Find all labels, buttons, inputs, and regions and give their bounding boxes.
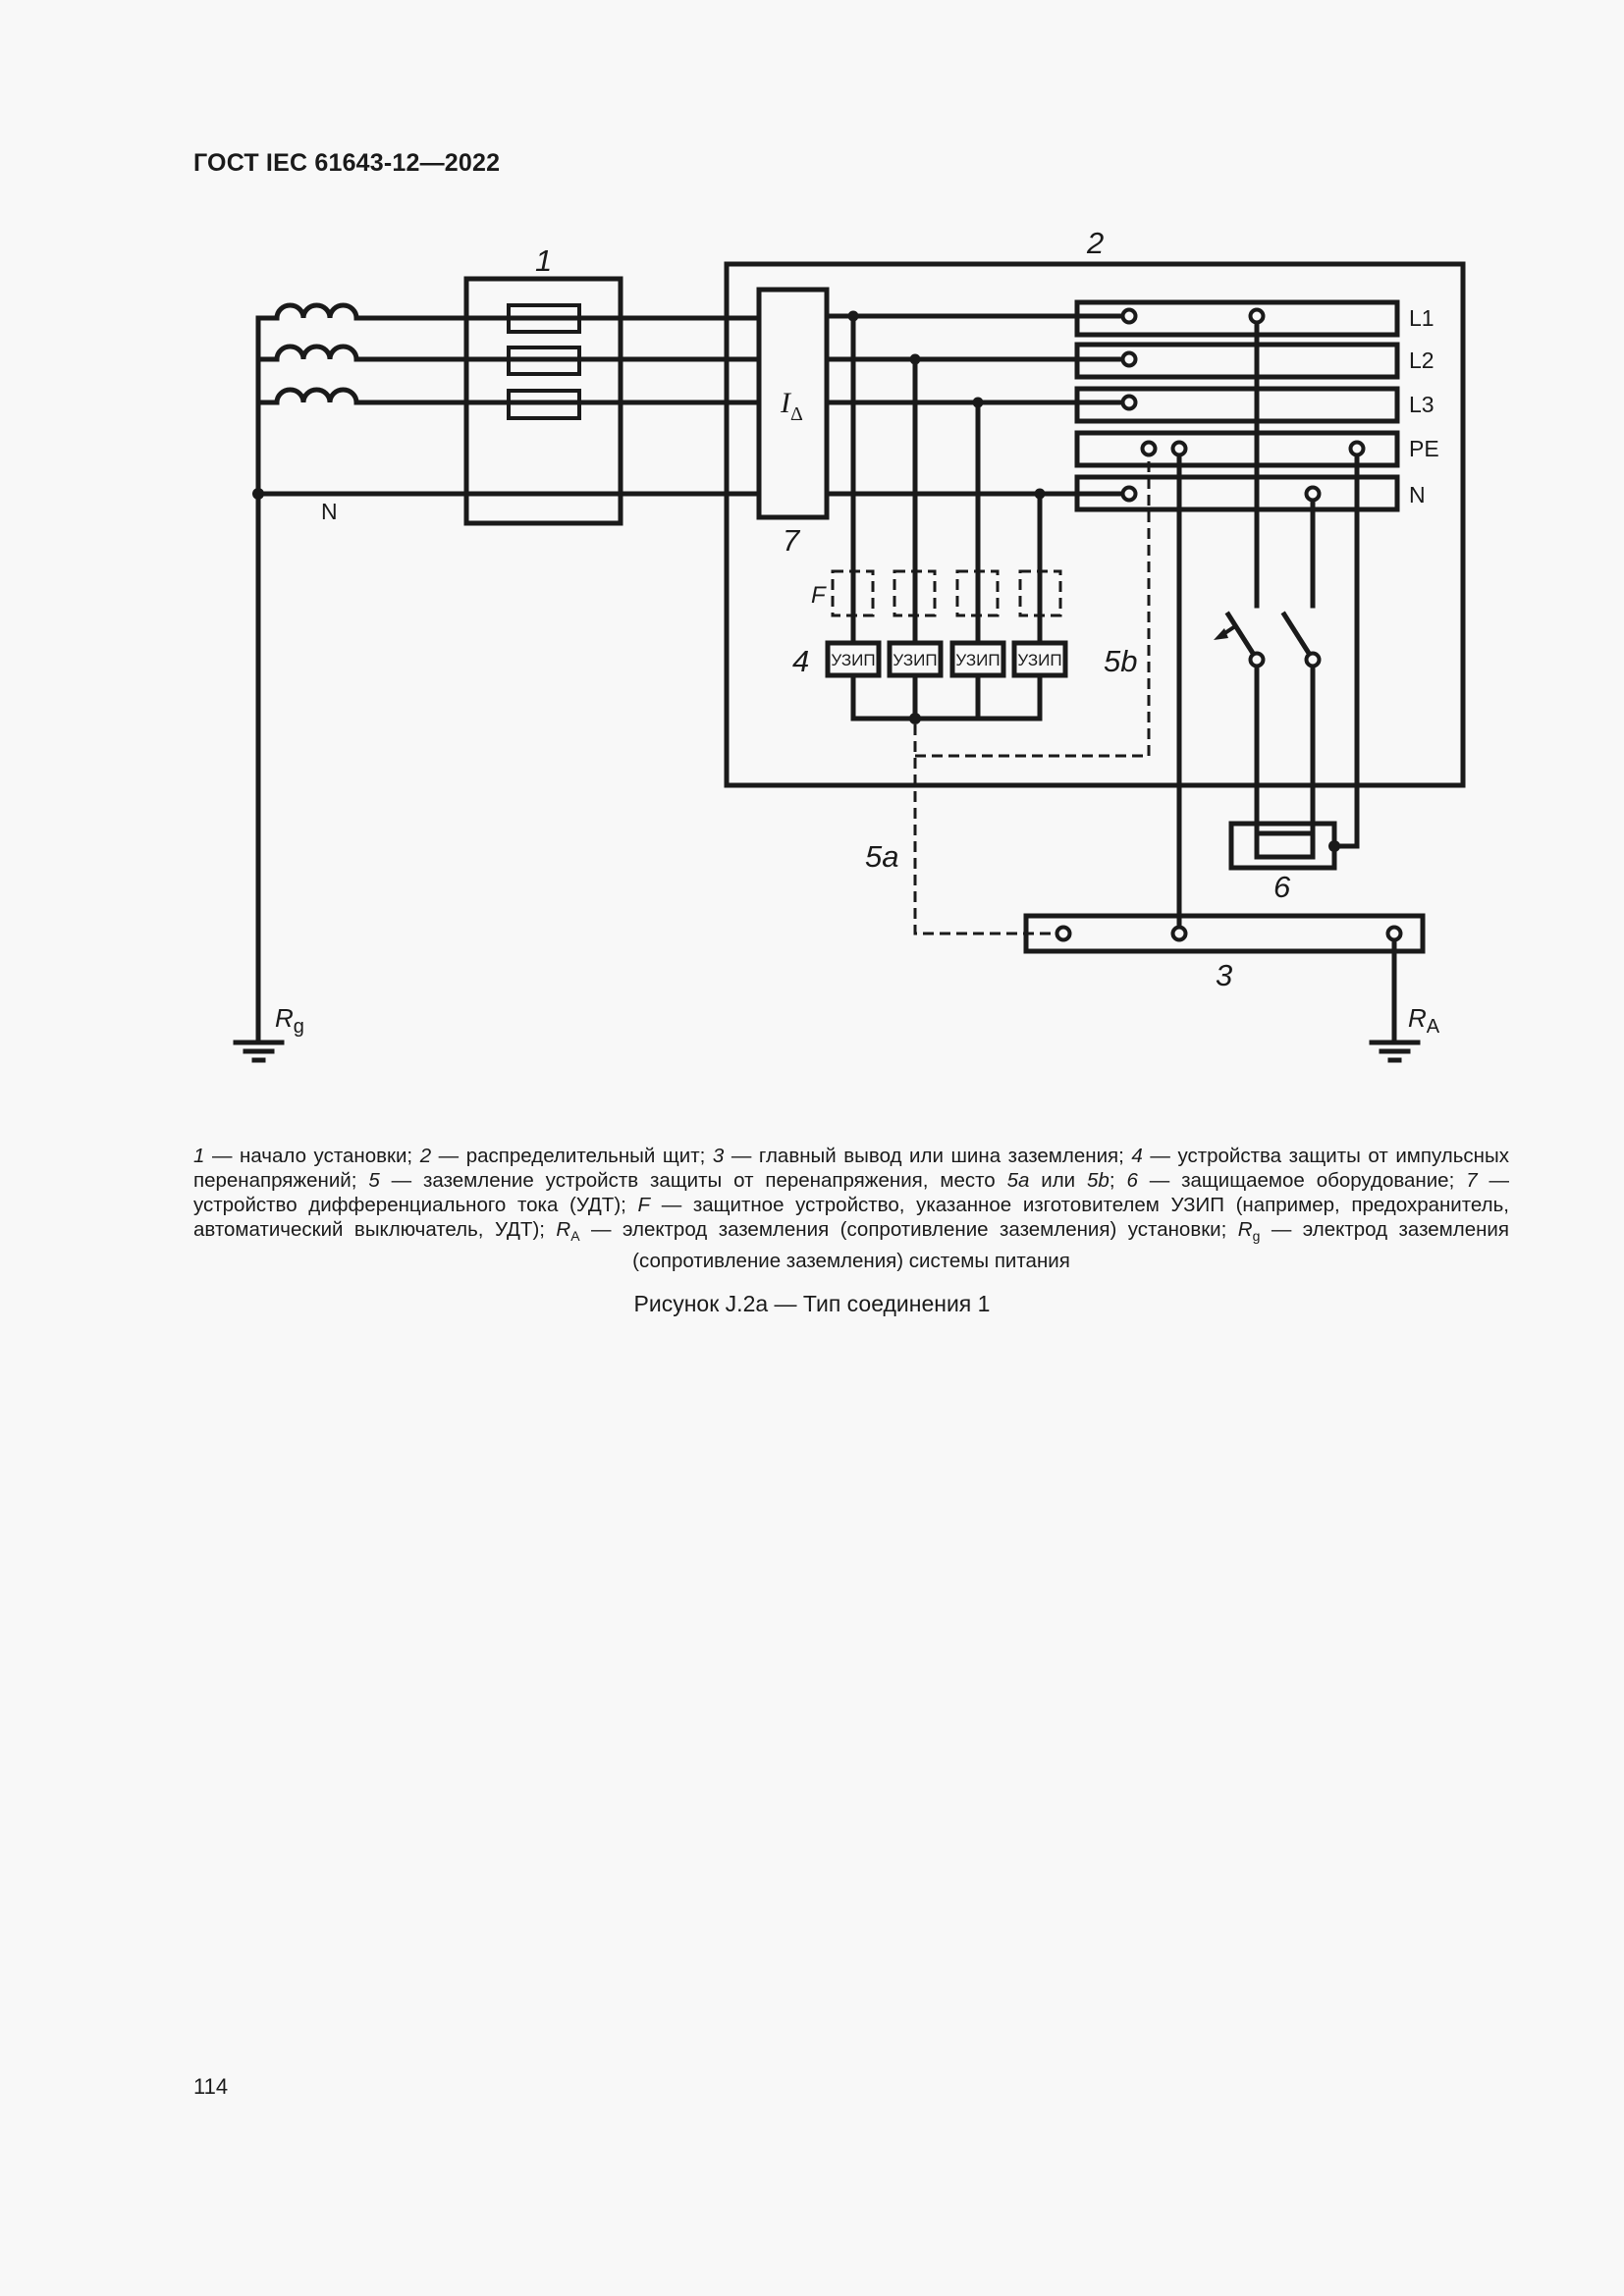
- legend-key: 5: [368, 1169, 380, 1192]
- label-1: 1: [535, 243, 552, 278]
- figure-legend: 1 — начало установки; 2 — распределитель…: [193, 1145, 1509, 1273]
- spd-label: УЗИП: [1017, 651, 1061, 669]
- legend-key: 5a: [1006, 1169, 1030, 1192]
- legend-key-subscript: g: [1252, 1228, 1261, 1245]
- spd-label: УЗИП: [955, 651, 1000, 669]
- legend-key: F: [637, 1194, 651, 1216]
- label-6: 6: [1273, 870, 1291, 904]
- protected-equipment-box: [1228, 821, 1337, 871]
- document-header: ГОСТ IEC 61643-12—2022: [193, 149, 501, 177]
- label-7: 7: [783, 523, 801, 558]
- legend-key: 3: [712, 1145, 725, 1167]
- ra-label: RA: [1408, 1003, 1440, 1038]
- page-number: 114: [193, 2074, 229, 2099]
- rg-label: Rg: [275, 1003, 304, 1038]
- legend-key: 2: [419, 1145, 432, 1167]
- busbar-label-n: N: [1409, 482, 1426, 507]
- spd-box: [825, 640, 882, 678]
- busbar-label-pe: PE: [1409, 436, 1439, 461]
- switch-arrow-icon: [1214, 624, 1237, 640]
- legend-key: 6: [1126, 1169, 1138, 1192]
- busbar-label-l2: L2: [1409, 347, 1435, 373]
- rcd-symbol: IΔ: [780, 387, 803, 425]
- label-4: 4: [792, 644, 809, 678]
- label-3: 3: [1216, 958, 1232, 992]
- busbar-terminals: [1120, 307, 1366, 503]
- legend-key: 1: [193, 1145, 205, 1167]
- spd-box: [1011, 640, 1068, 678]
- spd-label: УЗИП: [893, 651, 937, 669]
- main-earthing-bar: [1023, 913, 1426, 954]
- legend-key: 4: [1131, 1145, 1143, 1167]
- busbars: [1074, 299, 1400, 512]
- label-f: F: [811, 582, 827, 609]
- spd-box: [887, 640, 944, 678]
- legend-key: R: [556, 1218, 571, 1241]
- spd-earthing-path-5a: [913, 724, 1057, 935]
- figure-caption: Рисунок J.2a — Тип соединения 1: [633, 1291, 991, 1316]
- neutral-label: N: [321, 499, 338, 524]
- label-5a: 5a: [865, 839, 898, 874]
- legend-key: 7: [1466, 1169, 1478, 1192]
- busbar-label-l1: L1: [1409, 305, 1435, 331]
- ground-rg-icon: [233, 1040, 285, 1063]
- legend-key: R: [1237, 1218, 1253, 1241]
- fuse-f-dashed-boxes: [831, 569, 1062, 617]
- spd-box: [949, 640, 1006, 678]
- busbar-label-l3: L3: [1409, 392, 1435, 417]
- spd-earthing-path-5b: [915, 454, 1151, 758]
- legend-key-subscript: A: [570, 1228, 580, 1245]
- distribution-board-box: [724, 261, 1466, 788]
- legend-key: 5b: [1087, 1169, 1110, 1192]
- spd-label: УЗИП: [831, 651, 875, 669]
- label-2: 2: [1086, 226, 1104, 260]
- source-transformer-coils: [252, 302, 762, 1045]
- label-5b: 5b: [1104, 644, 1137, 678]
- ground-ra-icon: [1369, 1040, 1421, 1063]
- wiring-diagram: N Rg 1 2 IΔ 7 L1 L2 L3 PE N: [233, 226, 1466, 1063]
